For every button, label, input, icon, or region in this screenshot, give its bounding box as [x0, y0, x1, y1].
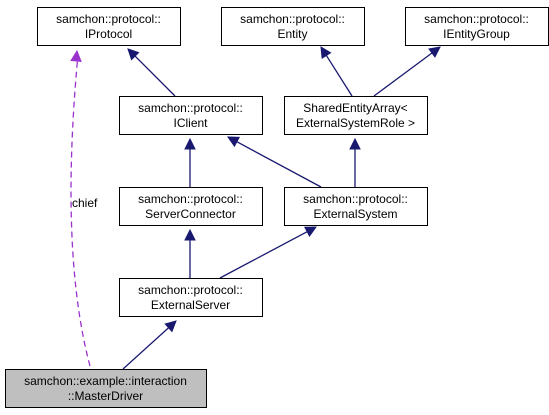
- class-name-label: IClient: [173, 116, 208, 130]
- class-name-label: ExternalSystemRole >: [296, 116, 415, 130]
- class-node-iclient[interactable]: samchon::protocol::IClient: [119, 96, 263, 135]
- class-node-externalsystem[interactable]: samchon::protocol::ExternalSystem: [284, 187, 428, 226]
- class-name-label: ExternalSystem: [313, 207, 397, 221]
- inheritance-arrowhead: [428, 46, 441, 58]
- class-box: [5, 369, 207, 408]
- inheritance-arrowhead: [320, 46, 332, 59]
- class-box: [284, 187, 428, 226]
- class-box: [37, 7, 181, 46]
- class-box: [119, 278, 263, 317]
- class-box: [119, 187, 263, 226]
- class-name-label: ServerConnector: [145, 207, 236, 221]
- inheritance-arrowhead: [349, 137, 361, 150]
- class-namespace-label: samchon::protocol::: [138, 192, 243, 206]
- nodes-layer: samchon::protocol::IProtocolsamchon::pro…: [5, 7, 549, 408]
- edge-masterdriver-to-externalserver: [122, 320, 177, 370]
- edge-externalserver-to-serverconnector: [184, 228, 196, 278]
- edge-label-chief: chief: [72, 196, 98, 210]
- class-name-label: ExternalServer: [151, 298, 230, 312]
- edge-externalserver-to-externalsystem: [219, 226, 317, 279]
- edge-sharedentityarray-to-entity: [320, 46, 353, 97]
- class-box: [119, 96, 263, 135]
- inheritance-edge-line: [134, 55, 176, 97]
- class-node-entity[interactable]: samchon::protocol::Entity: [221, 7, 365, 46]
- edge-iclient-to-iprotocol: [127, 48, 176, 97]
- inheritance-edge-line: [219, 231, 308, 279]
- class-node-serverconnector[interactable]: samchon::protocol::ServerConnector: [119, 187, 263, 226]
- class-namespace-label: samchon::protocol::: [56, 12, 161, 26]
- inheritance-arrowhead: [304, 226, 317, 238]
- class-box: [405, 7, 549, 46]
- class-box: [221, 7, 365, 46]
- usage-edge-line: [70, 60, 91, 367]
- inheritance-arrowhead: [164, 320, 177, 333]
- inheritance-arrowhead: [184, 137, 196, 150]
- inheritance-edge-line: [236, 141, 322, 188]
- class-namespace-label: samchon::protocol::: [424, 12, 529, 26]
- inheritance-arrowhead: [127, 48, 140, 61]
- inheritance-edge-line: [122, 327, 170, 370]
- class-box: [284, 96, 428, 135]
- class-namespace-label: samchon::protocol::: [240, 12, 345, 26]
- class-namespace-label: samchon::protocol::: [138, 283, 243, 297]
- class-node-iprotocol[interactable]: samchon::protocol::IProtocol: [37, 7, 181, 46]
- edges-layer: chief: [70, 46, 441, 370]
- class-name-label: ::MasterDriver: [68, 389, 143, 403]
- inheritance-arrowhead: [184, 228, 196, 241]
- class-name-label: IProtocol: [85, 27, 132, 41]
- inheritance-edge-line: [373, 52, 433, 97]
- edge-externalsystem-to-iclient: [227, 136, 322, 188]
- usage-arrowhead: [70, 49, 82, 62]
- class-node-ientitygroup[interactable]: samchon::protocol::IEntityGroup: [405, 7, 549, 46]
- edge-serverconnector-to-iclient: [184, 137, 196, 187]
- class-node-masterdriver[interactable]: samchon::example::interaction::MasterDri…: [5, 369, 207, 408]
- inheritance-edge-line: [325, 55, 353, 97]
- edge-masterdriver-to-iprotocol: chief: [70, 49, 98, 367]
- class-node-externalserver[interactable]: samchon::protocol::ExternalServer: [119, 278, 263, 317]
- class-name-label: IEntityGroup: [443, 27, 510, 41]
- edge-sharedentityarray-to-ientitygroup: [373, 46, 441, 97]
- class-namespace-label: samchon::example::interaction: [24, 374, 187, 388]
- class-namespace-label: samchon::protocol::: [138, 101, 243, 115]
- class-namespace-label: samchon::protocol::: [303, 192, 408, 206]
- inheritance-arrowhead: [227, 136, 240, 148]
- edge-externalsystem-to-sharedentityarray: [349, 137, 361, 187]
- class-name-label: Entity: [277, 27, 307, 41]
- class-node-sharedentityarray[interactable]: SharedEntityArray<ExternalSystemRole >: [284, 96, 428, 135]
- class-namespace-label: SharedEntityArray<: [303, 101, 407, 115]
